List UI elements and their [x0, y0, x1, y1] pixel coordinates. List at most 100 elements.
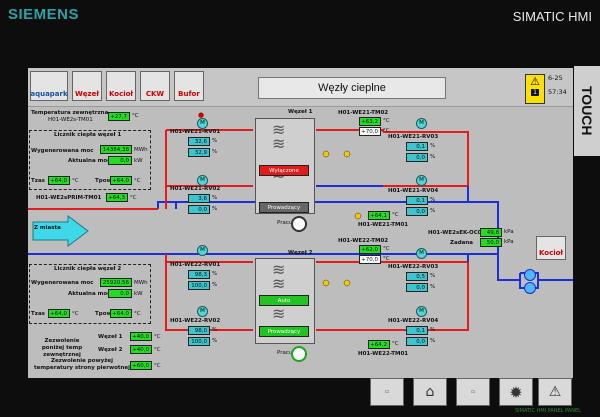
nav-ckw-button[interactable]: CKW — [140, 71, 170, 101]
zadana-value[interactable]: 50,0 — [480, 238, 502, 247]
node1-rv02-b: 0,0 — [188, 205, 210, 214]
meter2-gen-label: Wygenerowana moc — [31, 280, 94, 286]
node2-rv02-b: 100,0 — [188, 337, 210, 346]
pct-unit: % — [212, 338, 218, 344]
node1-rv04-b: 0,0 — [406, 207, 428, 216]
alarm-button[interactable]: ⚠ 1 — [525, 74, 545, 104]
node2-rv02-tag: H01-WE22-RV02 — [170, 318, 221, 324]
nav-kociol-button[interactable]: Kocioł — [106, 71, 136, 101]
valve-icon[interactable]: M — [197, 245, 208, 256]
pct-unit: % — [430, 197, 436, 203]
node1-rv01-b: 32,9 — [188, 148, 210, 157]
node2-rv04-tag: H01-WE22-RV04 — [388, 318, 439, 324]
node1-tm02-b[interactable]: +70,0 — [359, 127, 381, 136]
nav-bell-button[interactable]: ⌂ — [413, 378, 447, 406]
node1-rv01-tag: H01-WE21-RV01 — [170, 129, 221, 135]
nav-wezel-button[interactable]: Węzeł — [72, 71, 102, 101]
node1-state-button[interactable]: Wyłączone — [259, 165, 309, 176]
valve-icon[interactable]: M — [197, 306, 208, 317]
from-city-label: Z miasta — [34, 225, 61, 231]
meter1-title: Licznik ciepła węzeł 1 — [54, 132, 122, 138]
node1-rv01-a: 32,6 — [188, 137, 210, 146]
node2-pump-icon[interactable] — [291, 346, 307, 362]
zadana-unit: kPa — [504, 239, 514, 245]
meter1-box — [29, 130, 151, 190]
meter2-power-label: Aktualna moc — [68, 291, 111, 297]
node1-alarm-icon[interactable]: ● — [198, 111, 205, 119]
meter2-tpow-unit: °C — [134, 311, 141, 317]
footer-credit: SIMATIC HMI PANEL PANEL — [515, 408, 581, 414]
node2-title: Węzeł 2 — [288, 250, 313, 256]
bell-icon: ⌂ — [425, 384, 435, 400]
pipe-diagram — [28, 129, 573, 331]
hmi-screen: aquapark Węzeł Kocioł CKW Bufor Węzły ci… — [28, 68, 573, 378]
valve-icon[interactable]: M — [416, 248, 427, 259]
node2-rv03-b: 0,0 — [406, 283, 428, 292]
pct-unit: % — [430, 273, 436, 279]
prim-tag: H01-WE2sPRIM-TM01 — [36, 195, 102, 201]
node1-rv03-tag: H01-WE21-RV03 — [388, 134, 439, 140]
temp-ext-label: Temperatura zewnętrzna — [31, 110, 109, 116]
node1-rv02-a: 3,6 — [188, 194, 210, 203]
above-value[interactable]: +60,0 — [130, 361, 152, 370]
aquapark-logo[interactable]: aquapark — [30, 71, 68, 101]
meter1-tzas-label: Tzas — [31, 178, 45, 184]
valve-icon[interactable]: M — [416, 118, 427, 129]
heat-exchanger-icon: ≋≋ — [272, 120, 286, 153]
node1-pump-icon[interactable] — [291, 216, 307, 232]
pct-unit: % — [430, 284, 436, 290]
pct-unit: % — [212, 327, 218, 333]
temp-ext-tag: H01-WE2s-TM01 — [48, 117, 93, 123]
w2-value[interactable]: +40,0 — [130, 345, 152, 354]
node2-rv01-a: 98,3 — [188, 270, 210, 279]
time-display: 57:34 — [548, 88, 567, 96]
node1-tm01-value: +64,1 — [368, 211, 390, 220]
deg-unit: °C — [383, 246, 390, 252]
nav-switch-button[interactable]: ▭ — [456, 378, 490, 406]
valve-icon[interactable]: M — [416, 306, 427, 317]
node2-tm02-tag: H01-WE22-TM02 — [338, 238, 389, 244]
node2-rv04-b: 0,0 — [406, 337, 428, 346]
node2-tm01-value: +64,2 — [368, 340, 390, 349]
node2-tm02-a: +62,0 — [359, 245, 381, 254]
w1-label: Węzeł 1 — [98, 334, 123, 340]
settings-button[interactable]: ✹ — [499, 378, 533, 406]
prim-value: +64,3 — [106, 193, 128, 202]
prim-unit: °C — [130, 195, 137, 201]
node2-tm02-b[interactable]: +70,0 — [359, 255, 381, 264]
valve-icon[interactable]: M — [197, 118, 208, 129]
pump-icon[interactable] — [524, 282, 536, 294]
w2-unit: °C — [154, 347, 161, 353]
node2-mode-button[interactable]: Prowadzący — [259, 326, 309, 337]
node2-work-label: Pracuje — [277, 350, 298, 356]
pct-unit: % — [430, 338, 436, 344]
meter1-tpow-value: +64,0 — [110, 176, 132, 185]
node2-rv03-tag: H01-WE22-RV03 — [388, 264, 439, 270]
kociol-link-button[interactable]: Kocioł — [536, 236, 566, 260]
node2-rv01-tag: H01-WE22-RV01 — [170, 262, 221, 268]
gear-icon: ✹ — [509, 382, 523, 402]
pct-unit: % — [212, 138, 218, 144]
meter2-tpow-label: Tpow — [95, 311, 112, 317]
node2-state-button[interactable]: Auto — [259, 295, 309, 306]
perm-above-label: Zezwolenie powyżej temperatury strony pi… — [33, 358, 131, 371]
above-unit: °C — [154, 363, 161, 369]
siemens-logo: SIEMENS — [8, 6, 80, 23]
w1-unit: °C — [154, 334, 161, 340]
pump-icon[interactable] — [524, 269, 536, 281]
deg-unit: °C — [383, 118, 390, 124]
meter1-tpow-unit: °C — [134, 178, 141, 184]
pct-unit: % — [212, 149, 218, 155]
valve-icon[interactable]: M — [197, 175, 208, 186]
meter2-gen-unit: MWh — [134, 280, 148, 286]
node1-rv04-a: 0,1 — [406, 196, 428, 205]
valve-icon[interactable]: M — [416, 175, 427, 186]
product-label: SIMATIC HMI — [512, 9, 592, 24]
switch-icon: ▭ — [384, 389, 390, 395]
w1-value[interactable]: +40,0 — [130, 332, 152, 341]
node1-mode-button[interactable]: Prowadzący — [259, 202, 309, 213]
pct-unit: % — [212, 206, 218, 212]
alarm-list-button[interactable]: ⚠ — [538, 378, 572, 406]
nav-bufor-button[interactable]: Bufor — [174, 71, 204, 101]
nav-left-button[interactable]: ▭ — [370, 378, 404, 406]
